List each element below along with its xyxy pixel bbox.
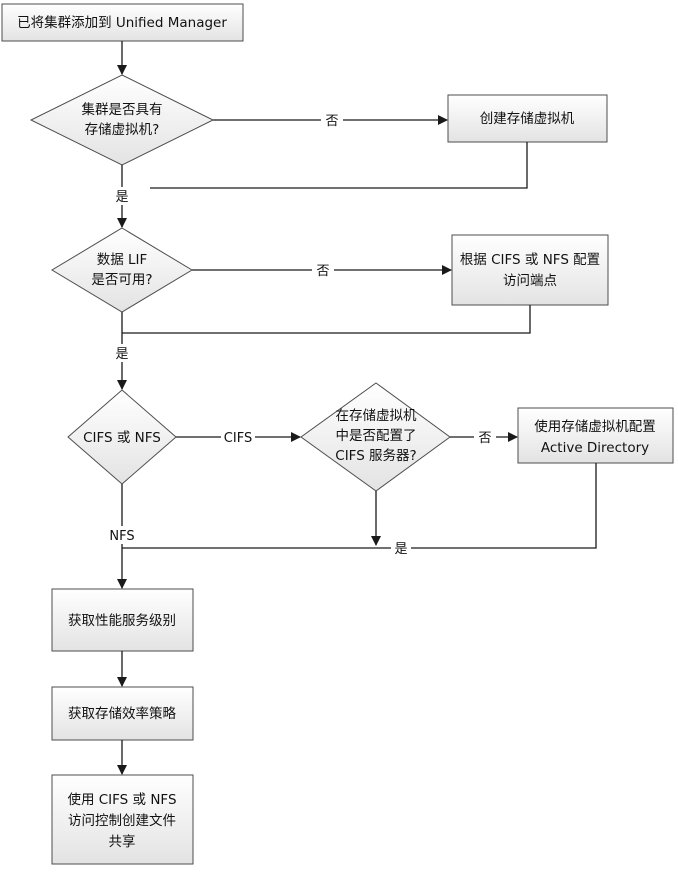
node-create-share-line1: 使用 CIFS 或 NFS [67, 791, 176, 808]
node-config-ad: 使用存储虚拟机配置 Active Directory [517, 407, 674, 464]
decision-has-svm-line1: 集群是否具有 [82, 102, 163, 118]
edge-label-no-1: 否 [325, 114, 338, 129]
node-create-svm-label: 创建存储虚拟机 [480, 111, 575, 127]
edge-label-yes-2: 是 [115, 347, 128, 362]
decision-has-svm-line2: 存储虚拟机? [85, 122, 160, 138]
node-add-cluster-label: 已将集群添加到 Unified Manager [17, 15, 227, 31]
node-add-cluster: 已将集群添加到 Unified Manager [1, 3, 244, 42]
edge-label-yes-1: 是 [115, 190, 128, 205]
node-get-efficiency-policies-label: 获取存储效率策略 [68, 705, 176, 722]
node-config-ad-line1: 使用存储虚拟机配置 [534, 418, 656, 435]
node-config-ad-line2: Active Directory [541, 440, 649, 456]
edge-create-svm-return [150, 142, 528, 189]
edge-labels: 否 是 否 是 CIFS NFS 否 是 [106, 111, 496, 557]
decision-cifs-server-line2: 中是否配置了 [336, 428, 417, 444]
node-get-efficiency-policies: 获取存储效率策略 [51, 686, 194, 741]
node-create-share-line3: 共享 [109, 833, 136, 850]
decision-has-svm: 集群是否具有 存储虚拟机? [29, 74, 215, 166]
node-config-endpoints-line1: 根据 CIFS 或 NFS 配置 [460, 252, 600, 268]
edge-label-no-2: 否 [316, 264, 329, 279]
decision-cifs-server: 在存储虚拟机 中是否配置了 CIFS 服务器? [300, 382, 451, 492]
node-create-share-line2: 访问控制创建文件 [68, 813, 176, 829]
connectors [117, 41, 597, 775]
node-get-service-levels-label: 获取性能服务级别 [68, 613, 176, 629]
decision-lif-line2: 是否可用? [91, 272, 152, 288]
edge-label-yes-3: 是 [394, 542, 407, 557]
decision-lif-line1: 数据 LIF [97, 252, 148, 268]
decision-cifs-server-line1: 在存储虚拟机 [336, 408, 417, 424]
edge-config-ad-return [122, 463, 597, 549]
node-get-service-levels: 获取性能服务级别 [51, 588, 194, 652]
node-create-share: 使用 CIFS 或 NFS 访问控制创建文件 共享 [51, 774, 194, 865]
edge-label-no-3: 否 [478, 431, 491, 446]
node-config-endpoints-line2: 访问端点 [503, 273, 557, 289]
edge-config-endpoints-return [122, 305, 531, 334]
node-config-endpoints: 根据 CIFS 或 NFS 配置 访问端点 [451, 234, 609, 306]
decision-cifs-server-line3: CIFS 服务器? [335, 448, 416, 464]
decision-lif-available: 数据 LIF 是否可用? [51, 227, 193, 313]
decision-cifs-or-nfs-label: CIFS 或 NFS [83, 430, 161, 446]
edge-label-cifs: CIFS [224, 431, 252, 446]
edge-label-nfs: NFS [109, 529, 134, 544]
node-create-svm: 创建存储虚拟机 [447, 94, 608, 143]
decision-cifs-or-nfs: CIFS 或 NFS [67, 389, 177, 485]
